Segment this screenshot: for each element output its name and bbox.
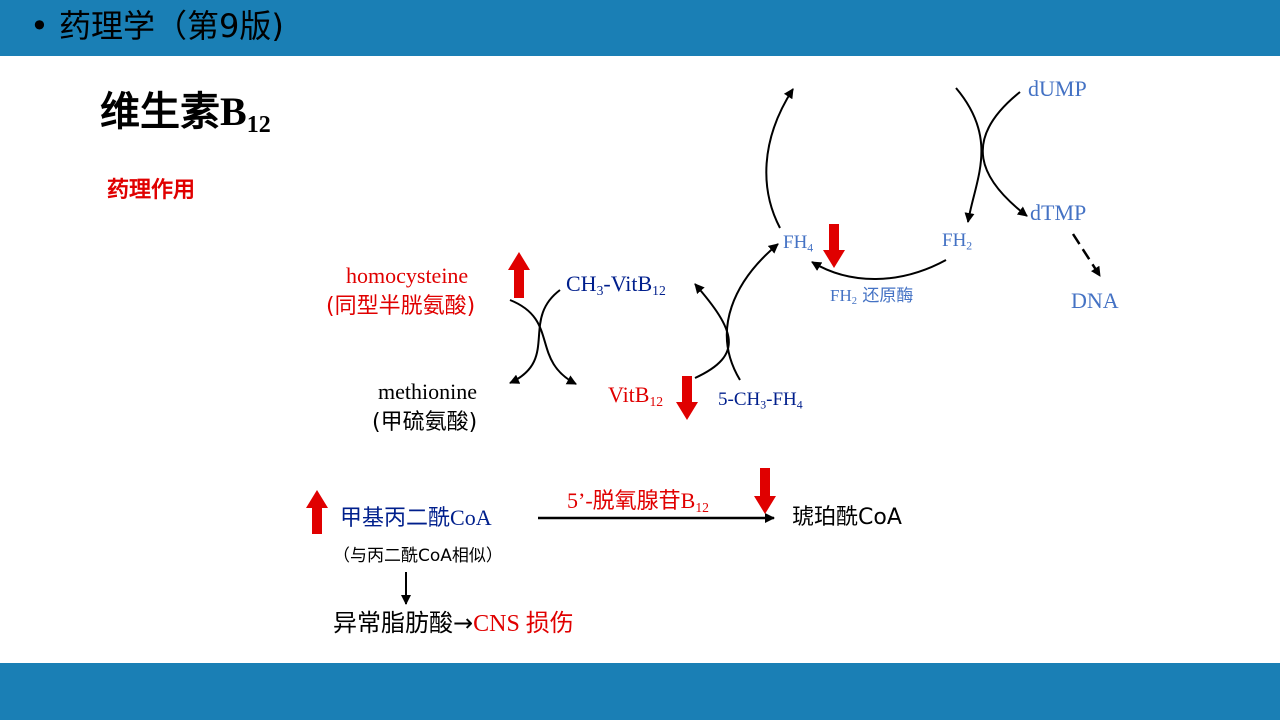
down-arrow-enzyme <box>754 468 776 514</box>
red-arrows <box>306 224 845 534</box>
label-fh2: FH2 <box>942 230 973 253</box>
up-arrow-homocysteine <box>508 252 530 298</box>
down-arrow-vitb12 <box>676 376 698 420</box>
label-dump: dUMP <box>1028 76 1087 101</box>
header-bar: • 药理学（第9版) <box>0 0 1280 56</box>
footer-bar <box>0 663 1280 720</box>
curve-top-to-fh2 <box>955 87 983 223</box>
curve-ch3vitb12-to-methionine <box>509 289 561 384</box>
label-fh4: FH4 <box>783 232 814 255</box>
slide-subtitle: 药理作用 <box>107 178 196 203</box>
label-dna: DNA <box>1071 288 1119 313</box>
label-dtmp: dTMP <box>1030 200 1087 225</box>
curve-vitb12-to-ch3vitb12 <box>694 283 730 379</box>
label-homocysteine: homocysteine <box>346 263 469 288</box>
label-5-ch3-fh4: 5-CH3-FH4 <box>718 389 803 412</box>
label-methionine: methionine <box>378 379 477 404</box>
header-title: • 药理学（第9版) <box>30 7 284 45</box>
curve-dump-to-dtmp <box>981 91 1028 217</box>
label-vitb12: VitB12 <box>608 382 664 410</box>
curve-fh4-up <box>765 88 794 229</box>
label-fh2-reductase: FH2 还原酶 <box>830 286 914 308</box>
label-homocysteine-cn: (同型半胱氨酸) <box>326 294 476 319</box>
label-methylmalonyl-coa: 甲基丙二酰CoA <box>340 505 492 531</box>
label-abnormal-fatty-acid: 异常脂肪酸→CNS 损伤 <box>333 609 574 637</box>
label-methylmalonyl-note: （与丙二酰CoA相似） <box>333 546 503 566</box>
curve-homocysteine-to-vitb12 <box>509 299 577 385</box>
slide-title: 维生素B12 <box>100 89 271 139</box>
curve-ch3fh4-to-fh4 <box>725 243 779 381</box>
label-ch3-vitb12: CH3-VitB12 <box>566 271 666 299</box>
down-arrow-fh4 <box>823 224 845 268</box>
curve-fh2-to-fh4 <box>811 259 947 280</box>
arrow-dtmp-to-dna <box>1071 233 1102 277</box>
up-arrow-methylmalonyl <box>306 490 328 534</box>
label-methionine-cn: (甲硫氨酸) <box>372 410 478 435</box>
label-deoxyadenosyl-b12: 5’-脱氧腺苷B12 <box>567 488 709 516</box>
label-succinyl-coa: 琥珀酰CoA <box>792 505 902 530</box>
